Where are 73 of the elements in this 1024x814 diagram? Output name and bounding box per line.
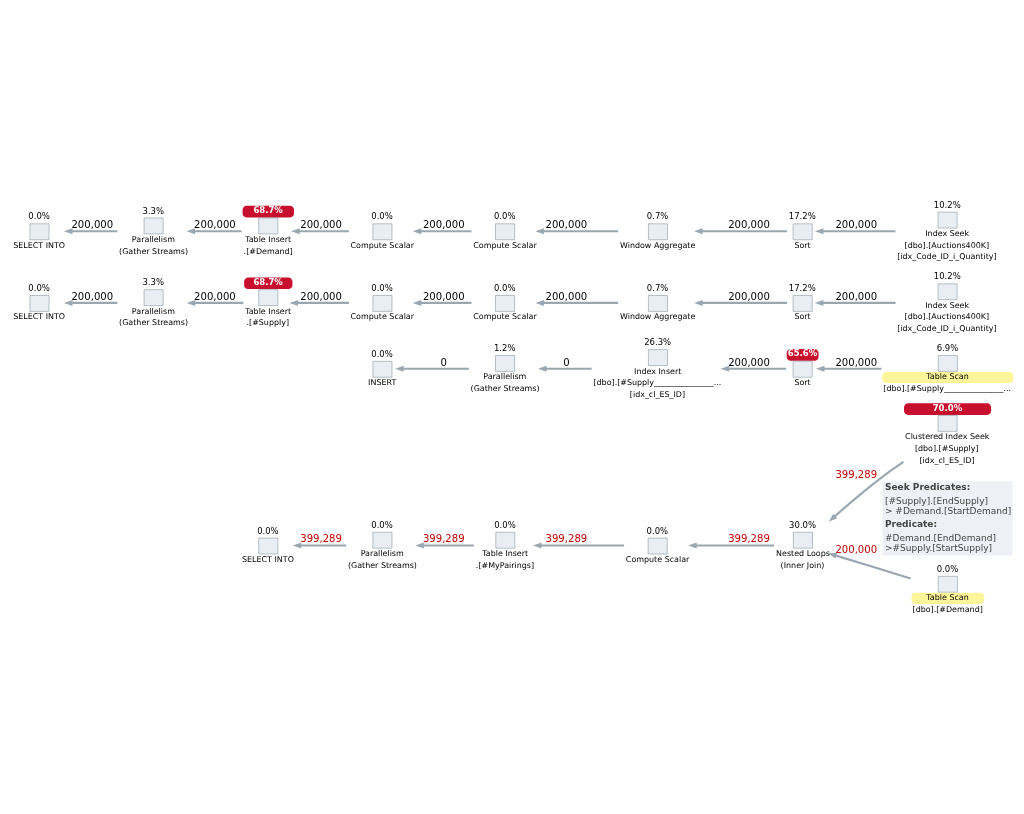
edge-label: 200,000 <box>70 218 113 230</box>
node-label: 0.0% <box>493 282 515 293</box>
edge-label: 200,000 <box>834 356 877 368</box>
arrow <box>412 299 471 306</box>
node-label: 30.0% <box>788 519 816 530</box>
edge-label: 200,000 <box>422 290 465 302</box>
arrow <box>414 542 474 548</box>
edge-label: 200,000 <box>422 218 465 230</box>
node-label: 0.0% <box>370 282 393 293</box>
edge-label: 399,289 <box>834 468 877 480</box>
node-label: 26.3% <box>643 336 671 347</box>
arrow <box>814 227 895 234</box>
edge-label: 399,289 <box>422 532 465 544</box>
arrow <box>827 552 911 579</box>
node-label: 0.7% <box>646 210 668 221</box>
node-label: 3.3% <box>141 276 164 287</box>
edge-label: 200,000 <box>545 290 587 302</box>
arrow <box>63 299 117 306</box>
arrow <box>537 365 592 372</box>
edge-label: 200,000 <box>727 290 770 302</box>
node-label: 0.0% <box>936 563 958 574</box>
edge-label: 0 <box>440 356 447 368</box>
edge-label: 399,289 <box>727 532 770 544</box>
node-label: 0.7% <box>646 282 668 293</box>
node-label: 1.2% <box>493 342 515 353</box>
arrow <box>292 542 346 548</box>
edge-label: 200,000 <box>834 290 877 302</box>
node-label: 17.2% <box>788 210 816 221</box>
edge-label: 200,000 <box>299 218 342 230</box>
edge-label: 200,000 <box>299 290 342 302</box>
edge-label: 200,000 <box>834 543 877 555</box>
node-label: 0.0% <box>493 210 515 221</box>
node-label: 0.0% <box>370 348 393 359</box>
arrow <box>534 227 618 234</box>
node-label: 6.9% <box>936 342 958 353</box>
edge-label: 200,000 <box>193 290 236 302</box>
edge-label: 0 <box>562 356 570 368</box>
node-label: 10.2% <box>933 270 961 281</box>
arrow <box>289 299 349 306</box>
edge-label: 200,000 <box>834 218 877 230</box>
arrow <box>412 227 471 234</box>
node-label: 0.0% <box>27 282 50 293</box>
arrow <box>534 299 618 306</box>
arrow <box>693 299 787 306</box>
arrow <box>186 299 243 306</box>
arrow <box>693 227 787 234</box>
edge-label: 200,000 <box>193 218 236 230</box>
arrow <box>63 227 117 234</box>
node-label: 17.2% <box>788 282 816 293</box>
edge-label: 399,289 <box>545 532 587 544</box>
node-box: Seek Predicates: [#Supply].[EndSupply] > #Demand.[StartDemand] Predicate: #Demand.[EndDemand] >#Supply.[StartSupply] <box>882 480 1013 556</box>
node-label: 3.3% <box>141 205 164 216</box>
edge-label: 200,000 <box>545 218 587 230</box>
arrow <box>814 299 895 306</box>
arrow <box>720 365 786 372</box>
arrow <box>532 542 624 548</box>
arrow <box>290 227 349 234</box>
edge-label: 200,000 <box>727 356 770 368</box>
arrow <box>394 365 469 372</box>
arrow <box>828 460 904 522</box>
node-label: 0.0% <box>493 519 516 530</box>
arrow <box>186 227 242 234</box>
edge-label: 200,000 <box>70 290 113 302</box>
node-label: 0.0% <box>646 525 668 536</box>
edge-label: 399,289 <box>299 532 342 544</box>
node-label: 0.0% <box>370 210 393 221</box>
arrow <box>687 542 774 548</box>
node-label: 0.0% <box>370 519 393 530</box>
edge-label: 200,000 <box>727 218 770 230</box>
node-label: 0.0% <box>256 525 279 536</box>
node-label: 0.0% <box>27 210 50 221</box>
arrow <box>815 365 881 372</box>
node-label: 10.2% <box>933 199 961 210</box>
